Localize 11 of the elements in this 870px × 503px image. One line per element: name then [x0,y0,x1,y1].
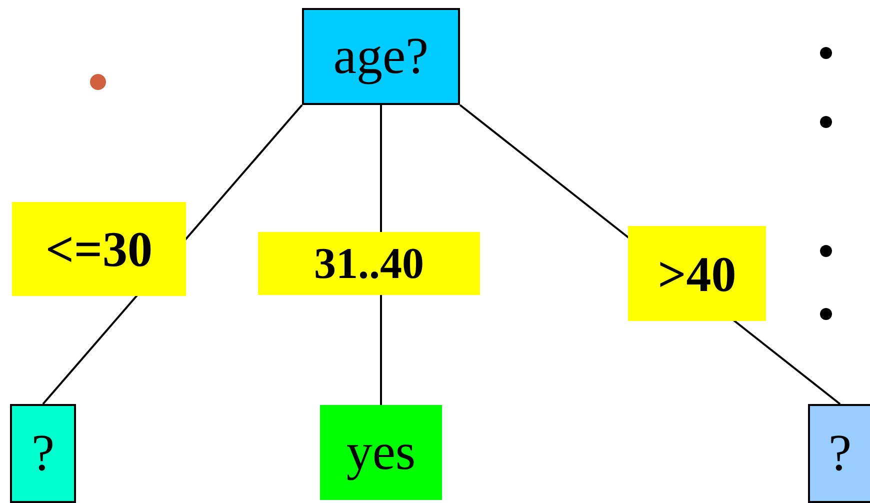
node-label: ? [31,428,55,480]
tree-node-box [302,8,460,105]
edge-label: 31..40 [258,232,480,295]
tree-node-box [808,404,870,503]
node-label: age? [333,30,429,82]
edge-label: <=30 [12,202,186,296]
tree-node-box [320,405,442,500]
node-label: yes [346,426,416,478]
node-label: ? [828,428,852,480]
edge-label: >40 [628,226,766,321]
tree-node-box [10,404,76,503]
